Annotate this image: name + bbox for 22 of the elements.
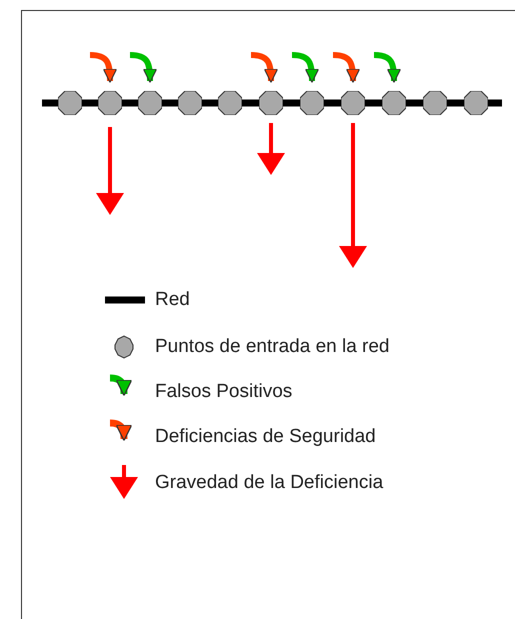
curved-arrow	[130, 52, 157, 83]
entry-point-node	[300, 91, 324, 115]
curved-arrow	[90, 52, 117, 83]
legend-label: Gravedad de la Deficiencia	[155, 472, 384, 494]
legend-label: Red	[155, 289, 190, 311]
entry-point-node	[382, 91, 406, 115]
entry-point-node	[218, 91, 242, 115]
curved-arrow	[374, 52, 401, 83]
entry-point-node	[178, 91, 202, 115]
legend-label: Falsos Positivos	[155, 381, 292, 403]
curved-arrow	[292, 52, 319, 83]
entry-point-node	[464, 91, 488, 115]
curved-arrow	[250, 52, 278, 83]
curved-arrow	[332, 52, 360, 83]
entry-point-node	[341, 91, 365, 115]
entry-point-node	[259, 91, 283, 115]
entry-point-node	[423, 91, 447, 115]
entry-point-node	[58, 91, 82, 115]
entry-point-node	[98, 91, 122, 115]
legend-label: Puntos de entrada en la red	[155, 336, 390, 358]
entry-point-node	[138, 91, 162, 115]
legend-label: Deficiencias de Seguridad	[155, 426, 376, 448]
